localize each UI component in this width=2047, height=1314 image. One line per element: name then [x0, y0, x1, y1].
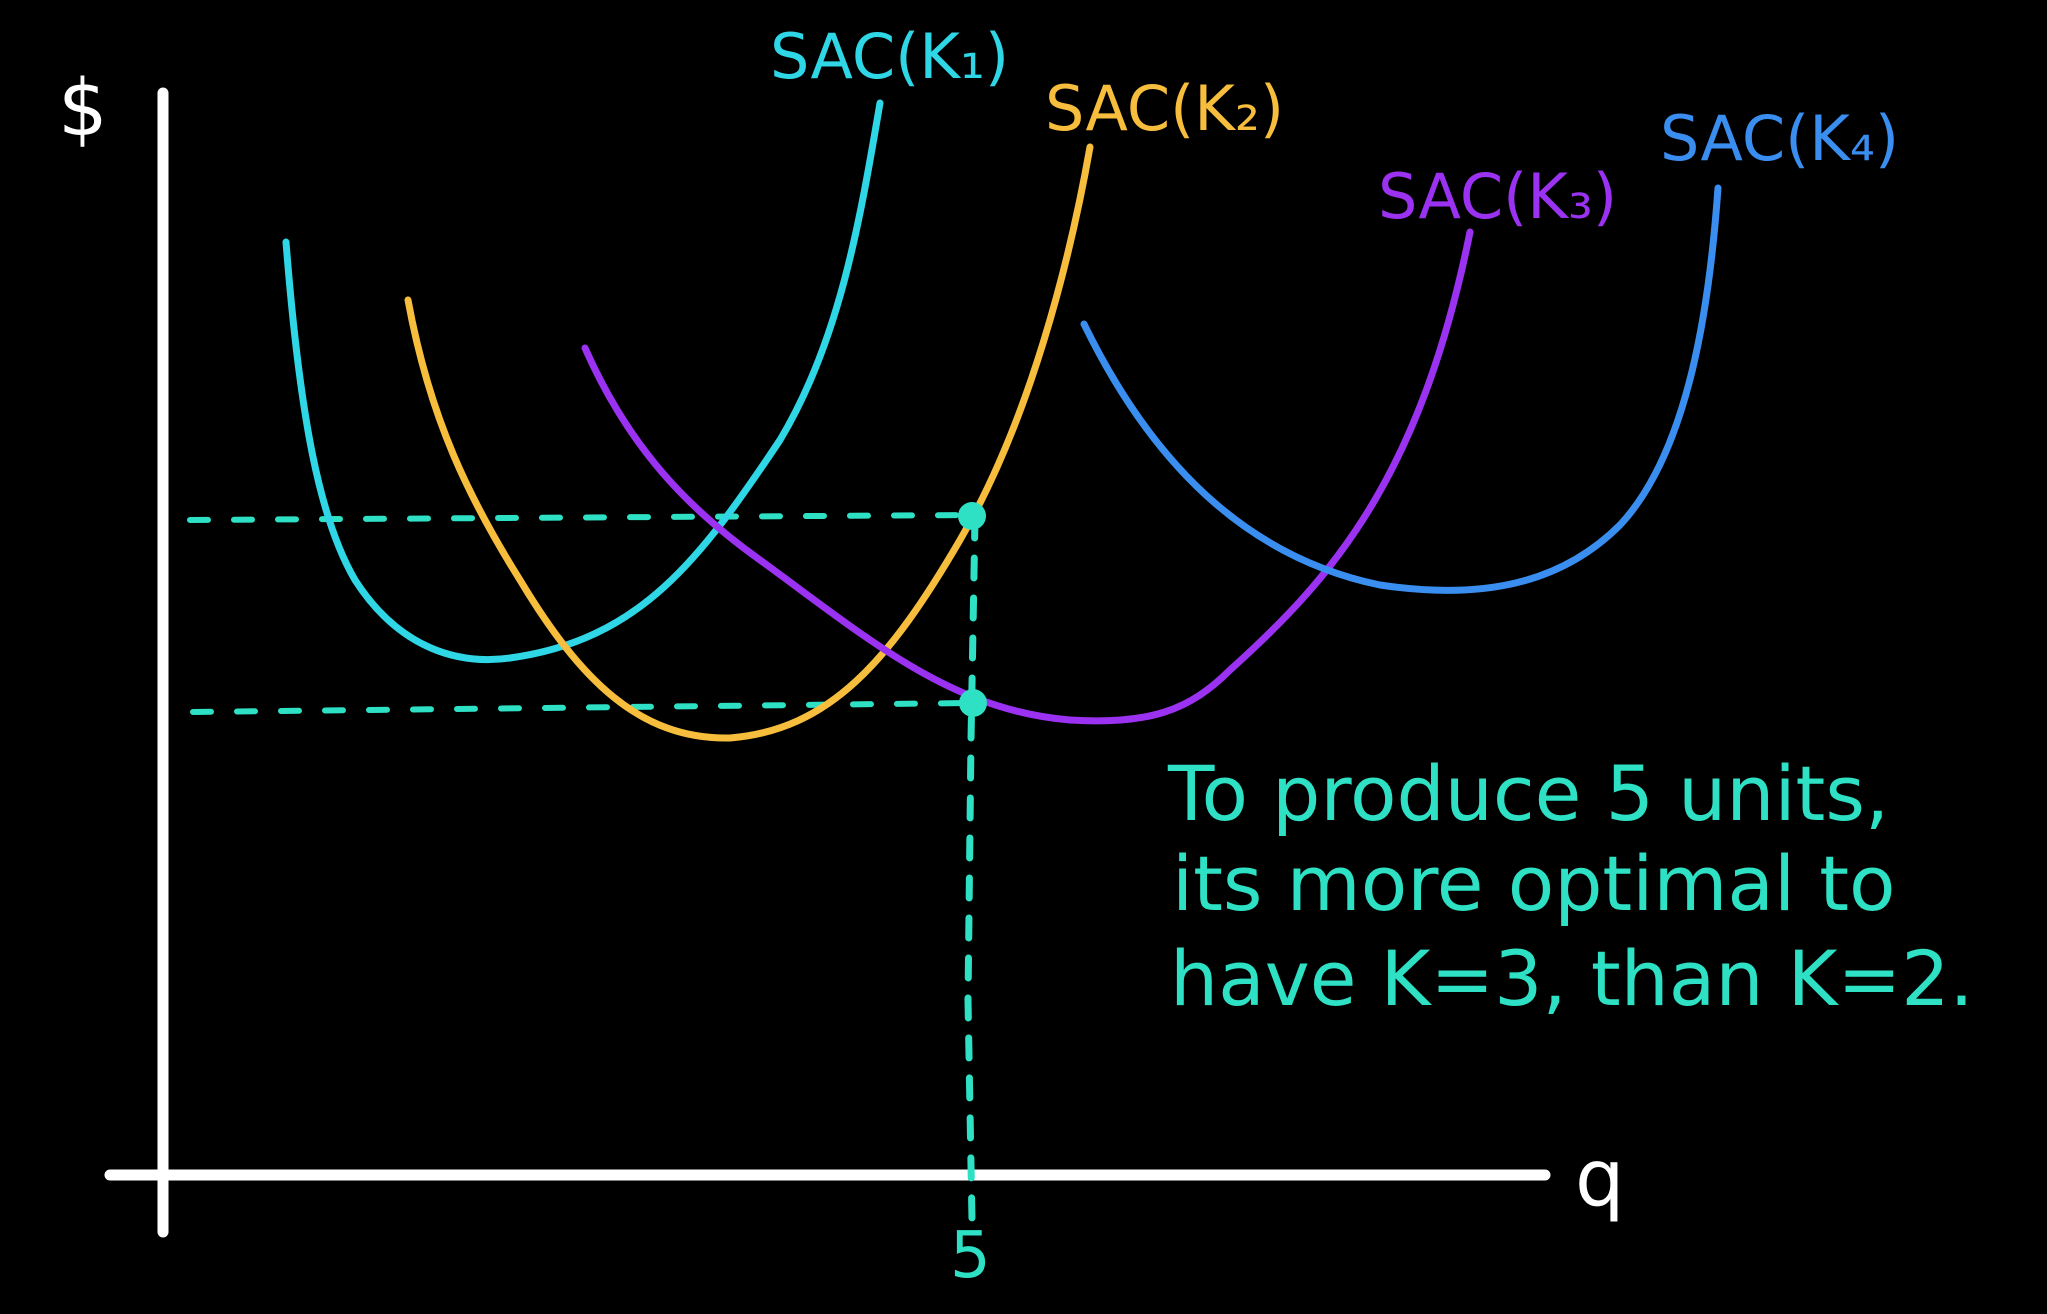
y-axis-label: $	[58, 64, 108, 154]
sac-k4-curve	[1080, 184, 1722, 594]
sac-k1-curve	[282, 99, 884, 664]
guide-line-q5	[964, 514, 979, 1224]
guide-line-upper-cost	[187, 512, 975, 523]
sac-k1-label: SAC(K₁)	[770, 20, 1009, 93]
x-axis-label: q	[1575, 1134, 1625, 1224]
sac-k2-label: SAC(K₂)	[1045, 72, 1284, 145]
guide-line-lower-cost	[190, 700, 976, 715]
intersection-dot-k3	[959, 689, 987, 717]
sac-k2-curve	[404, 143, 1094, 742]
sac-k3-curve	[581, 228, 1474, 725]
intersection-dot-k2	[958, 502, 986, 530]
q-tick-label: 5	[950, 1219, 991, 1293]
note-line: its more optimal to	[1172, 839, 1896, 928]
note-line: have K=3, than K=2.	[1170, 934, 1974, 1023]
sac-k3-label: SAC(K₃)	[1378, 160, 1617, 233]
note-line: To produce 5 units,	[1167, 749, 1889, 838]
sac-k4-label: SAC(K₄)	[1660, 102, 1899, 175]
